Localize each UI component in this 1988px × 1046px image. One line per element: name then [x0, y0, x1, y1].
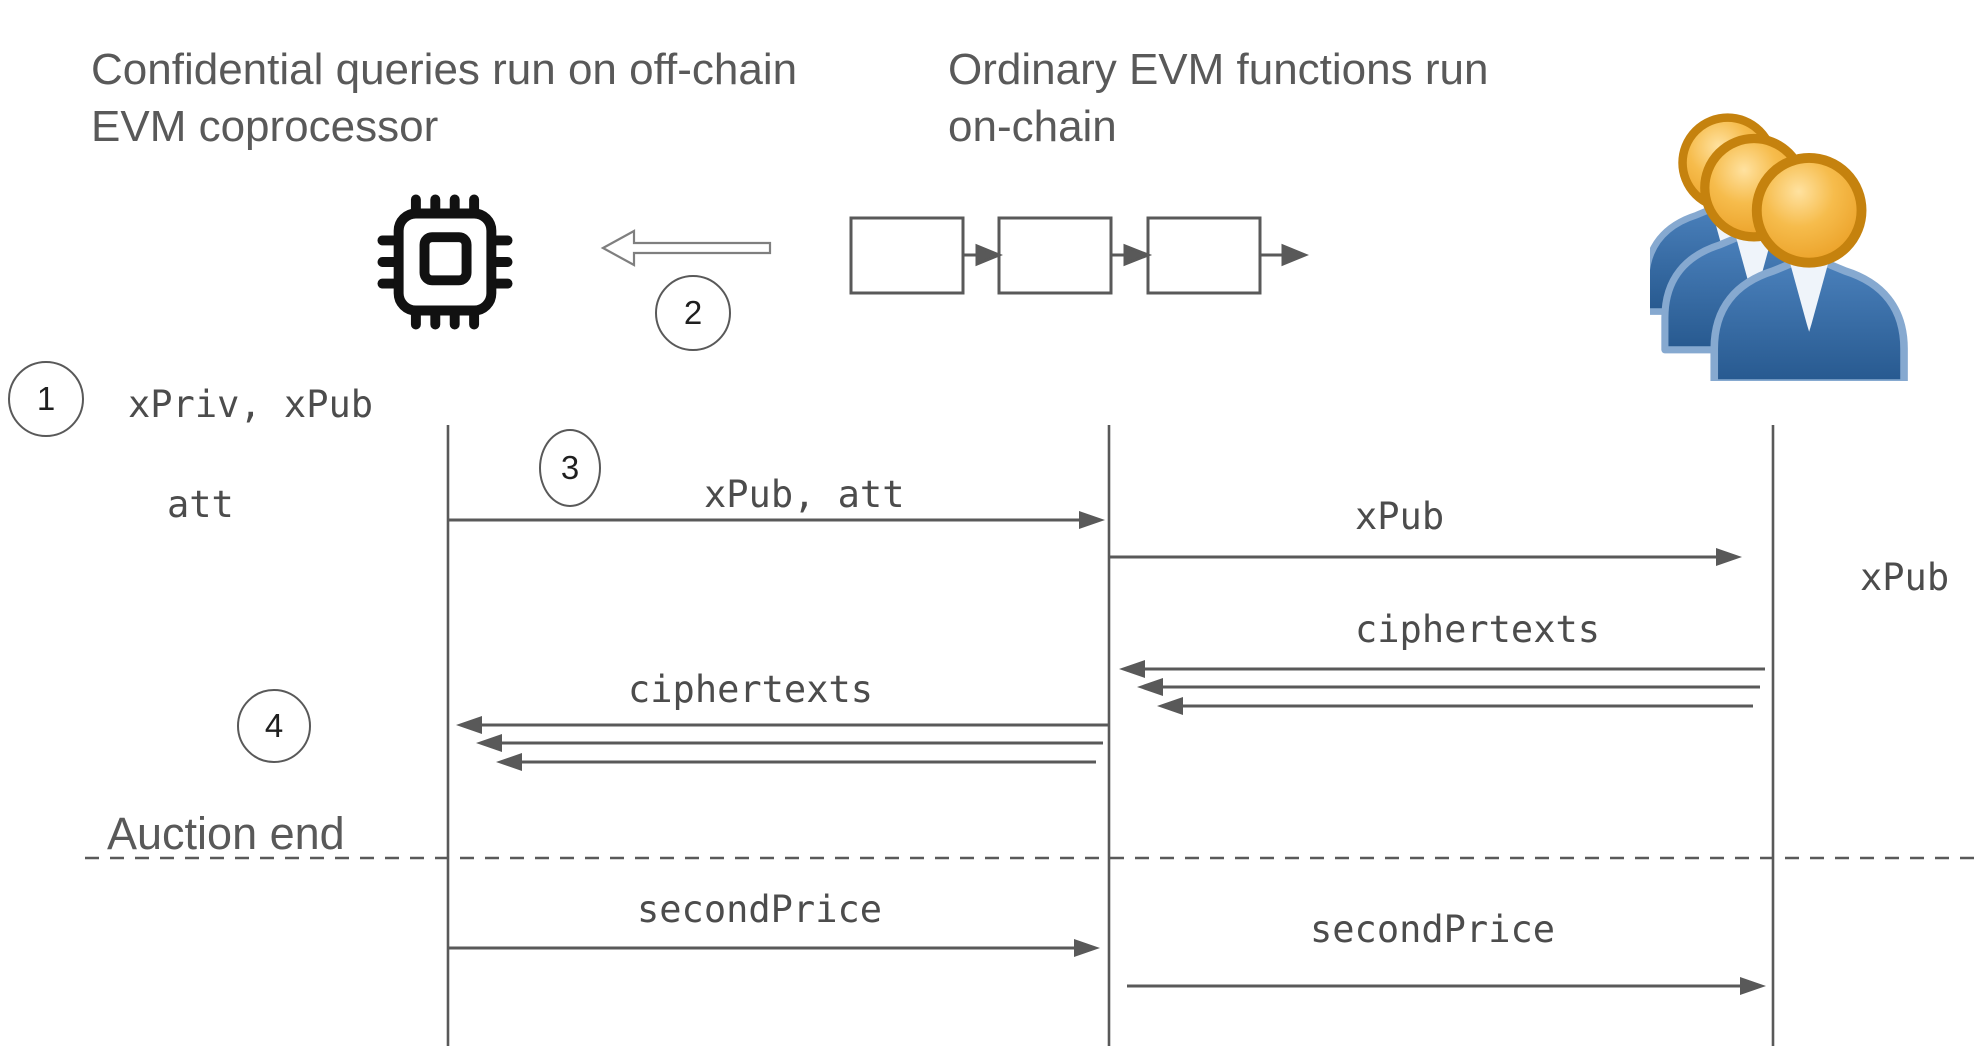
cpu-chip-icon	[377, 194, 513, 330]
label-ciphertexts-right: ciphertexts	[1355, 608, 1601, 651]
arrow-xpub-att	[448, 511, 1105, 529]
arrow-secondprice-right	[1127, 977, 1766, 995]
step-number: 2	[683, 294, 703, 331]
users-group-icon	[1650, 103, 1942, 381]
step-number: 3	[560, 449, 580, 486]
block-3	[1146, 216, 1262, 295]
step-badge-4: 4	[237, 689, 311, 763]
lifelines	[446, 425, 1775, 1046]
label-xpub-right: xPub	[1860, 556, 1950, 599]
step-badge-3: 3	[539, 429, 601, 507]
label-keygen: xPriv, xPub	[128, 383, 374, 426]
label-ciphertexts-left: ciphertexts	[628, 668, 874, 711]
label-xpub-mid: xPub	[1355, 495, 1445, 538]
title-offchain: Confidential queries run on off-chain EV…	[91, 45, 798, 151]
step-badge-2: 2	[655, 275, 731, 351]
label-attestation: att	[167, 483, 234, 526]
arrows-ciphertexts-left	[456, 716, 1108, 771]
sequence-arrows	[448, 511, 1766, 995]
label-secondprice-left: secondPrice	[637, 888, 883, 931]
step-badge-1: 1	[8, 361, 84, 437]
arrows-ciphertexts-right	[1119, 660, 1765, 715]
block-1	[849, 216, 965, 295]
title-onchain: Ordinary EVM functions run on-chain	[948, 45, 1489, 151]
label-xpub-att: xPub, att	[704, 473, 905, 516]
left-hollow-arrow-icon	[600, 229, 772, 267]
arrow-secondprice-left	[448, 939, 1100, 957]
label-auction-end: Auction end	[107, 808, 345, 859]
block-connector-arrows	[963, 243, 1309, 267]
block-2	[997, 216, 1113, 295]
blockchain-blocks	[849, 216, 1262, 295]
arrow-xpub-to-users	[1109, 548, 1742, 566]
step-number: 1	[36, 380, 56, 417]
label-secondprice-right: secondPrice	[1310, 908, 1556, 951]
step-number: 4	[264, 707, 284, 744]
